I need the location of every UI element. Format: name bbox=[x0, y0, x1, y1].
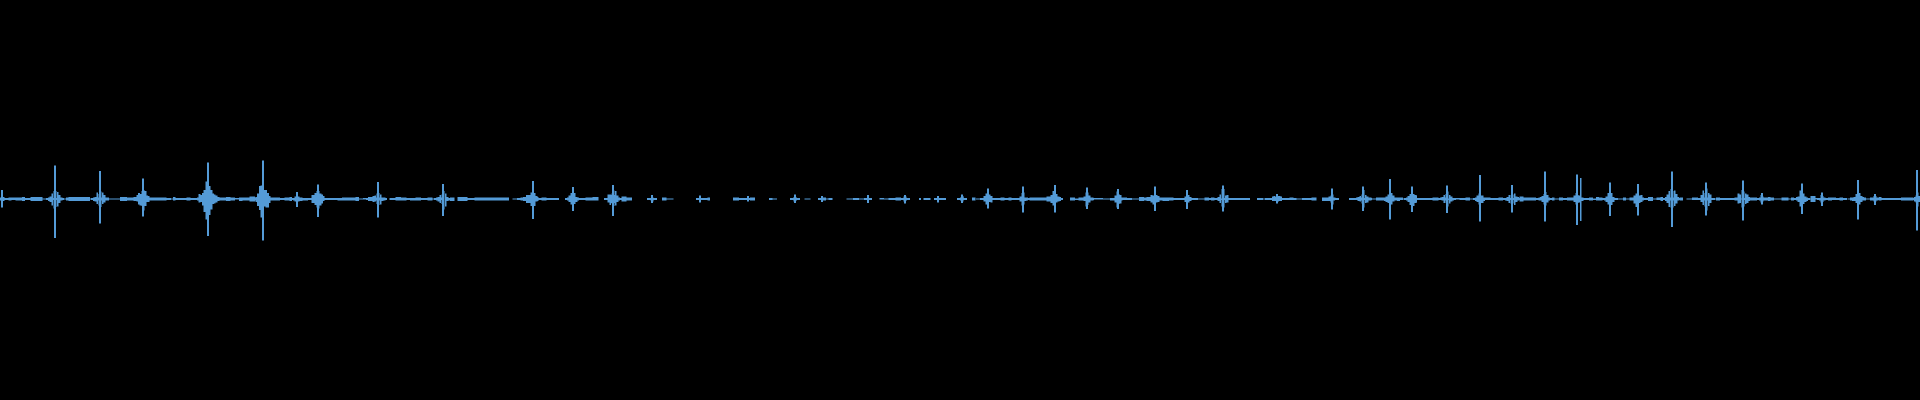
waveform-screen bbox=[0, 160, 1920, 241]
audio-waveform bbox=[0, 160, 1920, 241]
